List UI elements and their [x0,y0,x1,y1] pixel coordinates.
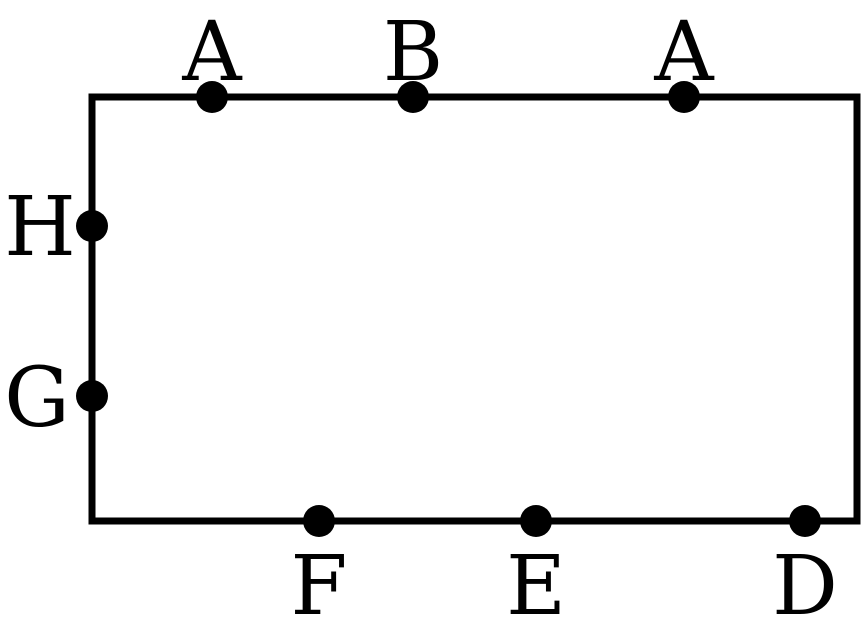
point-left-h [76,210,108,242]
label-top-a-left: A [181,5,243,100]
point-left-g [76,380,108,412]
point-top-a-right [668,81,700,113]
point-bottom-d [789,505,821,537]
label-top-a-right: A [653,5,715,100]
label-left-g: G [4,351,70,446]
point-bottom-f [303,505,335,537]
label-top-b: B [383,5,443,100]
label-left-h: H [4,180,76,275]
point-top-a-left [196,81,228,113]
point-bottom-e [520,505,552,537]
label-bottom-f: F [291,539,348,634]
label-bottom-e: E [506,539,566,634]
label-bottom-d: D [772,539,838,634]
rectangle-outline [88,93,861,525]
point-top-b [397,81,429,113]
